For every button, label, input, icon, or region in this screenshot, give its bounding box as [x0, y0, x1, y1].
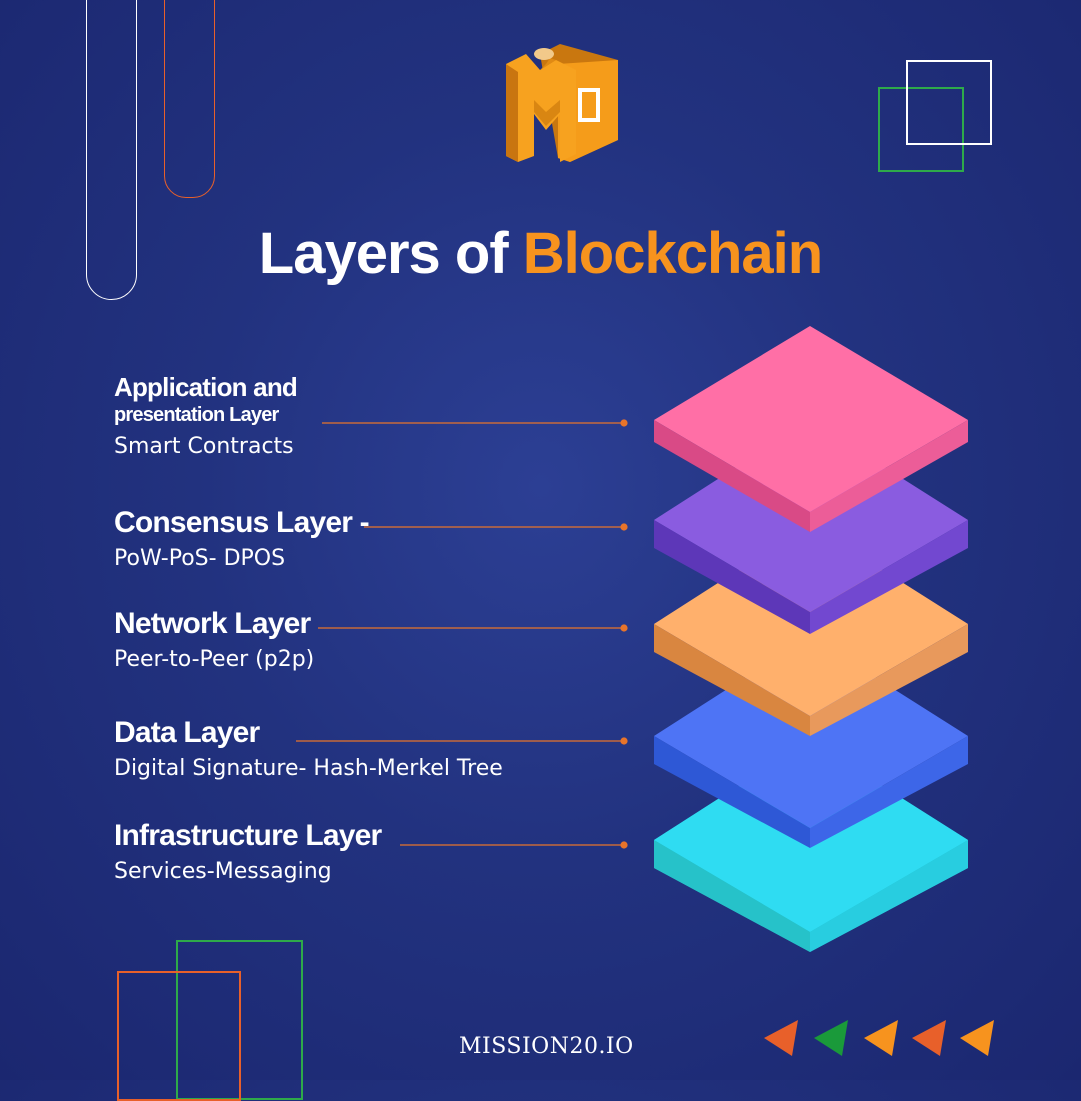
page-title: Layers of Blockchain — [0, 222, 1081, 286]
layer-stack — [654, 326, 968, 952]
decor-pill-orange — [164, 0, 215, 198]
layer-label-consensus: Consensus Layer - PoW-PoS- DPOS — [114, 506, 370, 574]
layer-subtitle-application: Smart Contracts — [114, 434, 294, 459]
connector-dot-infrastructure — [620, 841, 628, 849]
layer-title-application-line2: presentation Layer — [114, 404, 279, 426]
stack-layer-application — [654, 326, 968, 532]
title-part-orange: Blockchain — [522, 221, 823, 286]
arrow-row — [764, 1020, 994, 1056]
layer-label-infrastructure: Infrastructure Layer Services-Messaging — [114, 819, 382, 887]
decor-square-green — [878, 87, 964, 172]
connector-dot-data — [620, 737, 628, 745]
decor-square-white — [906, 60, 992, 145]
connector-dot-application — [620, 419, 628, 427]
footer-site-name: MISSION20.IO — [459, 1034, 634, 1059]
arrow-left-icon — [960, 1020, 994, 1056]
layer-title-infrastructure: Infrastructure Layer — [114, 819, 382, 852]
title-part-white: Layers of — [258, 221, 523, 286]
layer-title-data: Data Layer — [114, 716, 260, 749]
layer-subtitle-data: Digital Signature- Hash-Merkel Tree — [114, 756, 503, 781]
connector-dot-network — [620, 624, 628, 632]
layer-title-application-line1: Application and — [114, 372, 298, 402]
arrow-left-icon — [764, 1020, 798, 1056]
layer-subtitle-infrastructure: Services-Messaging — [114, 859, 332, 884]
layer-label-application: Application and presentation Layer Smart… — [114, 372, 298, 462]
mission20-logo-icon — [506, 44, 618, 162]
decor-pill-white — [86, 0, 137, 300]
layer-title-network: Network Layer — [114, 607, 311, 640]
arrow-left-icon — [814, 1020, 848, 1056]
layer-label-network: Network Layer Peer-to-Peer (p2p) — [114, 607, 314, 675]
arrow-left-icon — [864, 1020, 898, 1056]
layer-label-data: Data Layer Digital Signature- Hash-Merke… — [114, 716, 503, 784]
layer-subtitle-consensus: PoW-PoS- DPOS — [114, 546, 286, 571]
arrow-left-icon — [912, 1020, 946, 1056]
connector-dot-consensus — [620, 523, 628, 531]
layer-title-consensus: Consensus Layer - — [114, 506, 370, 539]
layer-subtitle-network: Peer-to-Peer (p2p) — [114, 647, 315, 672]
